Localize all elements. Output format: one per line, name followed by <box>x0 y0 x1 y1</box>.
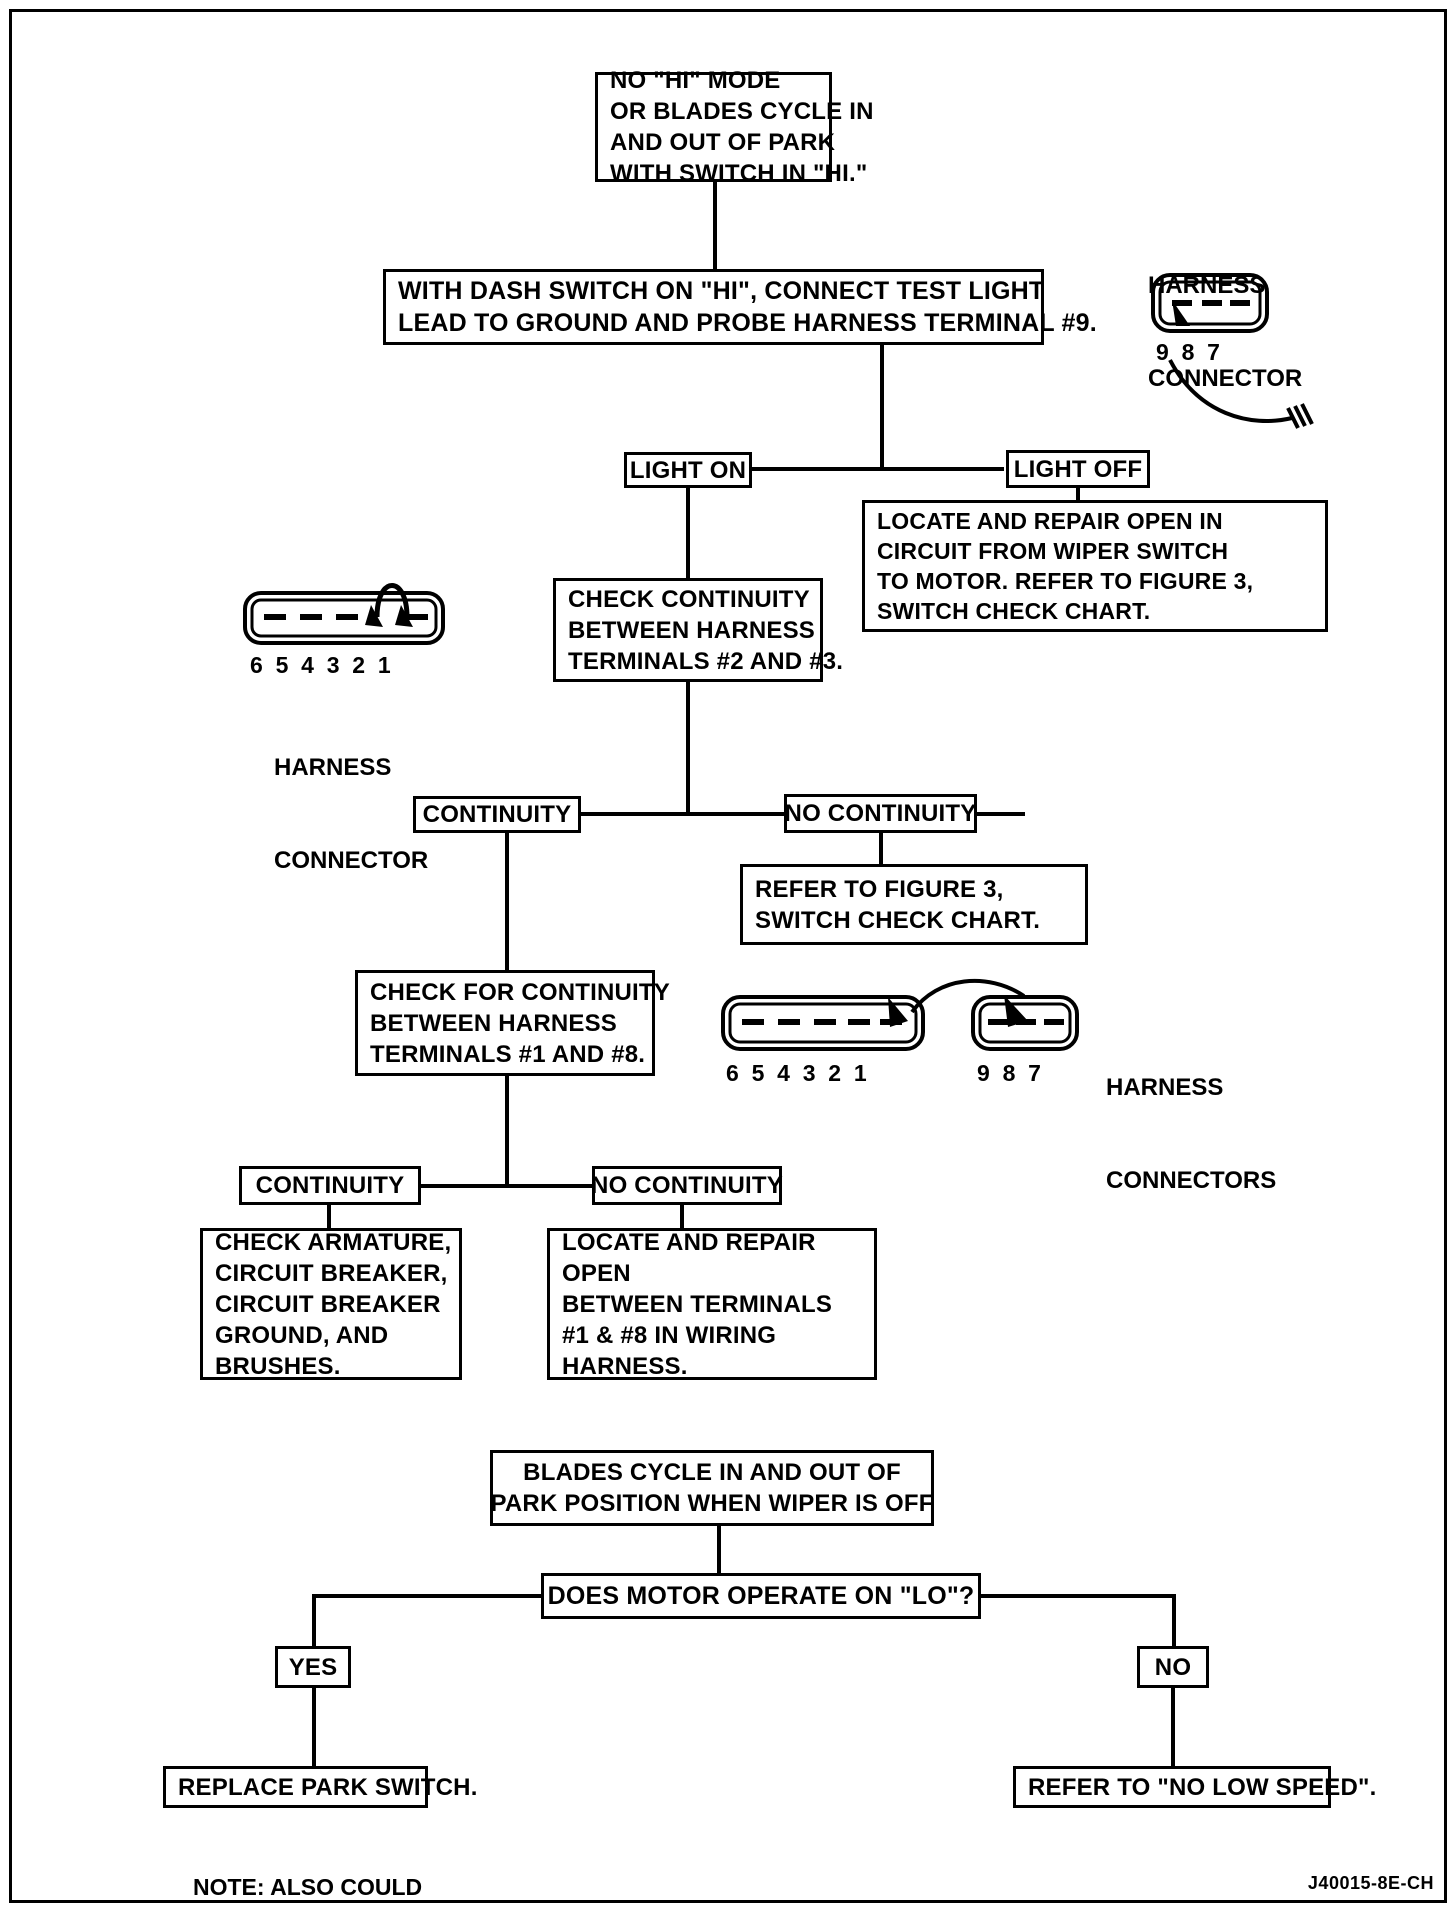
result-box-refer-figure-3: REFER TO FIGURE 3, SWITCH CHECK CHART. <box>740 864 1088 945</box>
connector-decision-to-yes-v <box>312 1594 316 1649</box>
connector-split-continuity-1 <box>413 812 1025 816</box>
connector-check23-to-split <box>686 682 690 814</box>
connector-icon-987 <box>1151 273 1269 333</box>
node-yes: YES <box>275 1646 351 1688</box>
connector-continuity-2-down <box>327 1205 331 1234</box>
connector-check18-to-split <box>505 1076 509 1186</box>
node-continuity-2: CONTINUITY <box>239 1166 421 1205</box>
connector-icon-654321-pair-left <box>721 995 925 1051</box>
harness-connector-top-right-label: HARNESS CONNECTOR <box>1148 272 1303 392</box>
connector-continuity-1-down <box>505 833 509 972</box>
start-box-blades-cycle-park: BLADES CYCLE IN AND OUT OF PARK POSITION… <box>490 1450 934 1526</box>
connector-blades-to-decision <box>717 1526 721 1574</box>
figure-code: J40015-8E-CH <box>1307 1873 1434 1893</box>
step-box-check-continuity-2-3: CHECK CONTINUITY BETWEEN HARNESS TERMINA… <box>553 578 843 682</box>
connector-split-horizontal-light <box>624 467 1004 471</box>
start-box-no-hi-mode: NO "HI" MODE OR BLADES CYCLE IN AND OUT … <box>595 67 873 187</box>
connector-probe-to-split <box>880 345 884 469</box>
step-box-check-continuity-1-8: CHECK FOR CONTINUITY BETWEEN HARNESS TER… <box>355 970 670 1076</box>
ground-lead-icon <box>1168 359 1314 429</box>
connector-no-continuity-1-down <box>879 833 883 869</box>
result-box-replace-park-switch: REPLACE PARK SWITCH. <box>163 1766 477 1808</box>
result-box-check-armature: CHECK ARMATURE, CIRCUIT BREAKER, CIRCUIT… <box>200 1228 462 1380</box>
connector-split-continuity-2 <box>239 1184 781 1188</box>
decision-box-motor-operate-lo: DOES MOTOR OPERATE ON "LO"? <box>541 1573 981 1619</box>
note-line-0: ALSO COULD <box>264 1874 423 1900</box>
connector-decision-to-no-v <box>1172 1594 1176 1649</box>
node-no-continuity-2: NO CONTINUITY <box>591 1166 783 1205</box>
connector-start-to-probe <box>713 182 717 269</box>
jumper-wire-between-connectors <box>910 978 1026 1014</box>
connector-pin-labels-987-pair: 9 8 7 <box>977 1060 1041 1086</box>
connector-light-on-down <box>686 488 690 578</box>
harness-connector-left-label: HARNESS CONNECTOR <box>274 754 429 874</box>
connector-pin-labels-654321-pair: 6 5 4 3 2 1 <box>726 1060 867 1086</box>
node-no: NO <box>1137 1646 1209 1688</box>
node-light-on: LIGHT ON <box>624 452 752 488</box>
connector-yes-down <box>312 1688 316 1770</box>
page-border <box>9 9 1447 1903</box>
connector-decision-to-yes-h <box>312 1594 544 1598</box>
node-light-off: LIGHT OFF <box>1006 450 1150 488</box>
step-box-probe-terminal-9: WITH DASH SWITCH ON "HI", CONNECT TEST L… <box>383 269 1097 345</box>
node-continuity-1: CONTINUITY <box>413 796 581 833</box>
connector-no-down <box>1171 1688 1175 1770</box>
connector-pin-labels-987: 9 8 7 <box>1156 339 1220 365</box>
node-no-continuity-1: NO CONTINUITY <box>784 794 977 833</box>
connector-icon-654321-jumper <box>243 583 445 645</box>
connector-pin-labels-654321-left: 6 5 4 3 2 1 <box>250 652 391 678</box>
connector-decision-to-no-h <box>978 1594 1176 1598</box>
connector-no-continuity-2-down <box>680 1205 684 1234</box>
note-lead: NOTE: <box>193 1874 265 1900</box>
result-box-locate-repair-open-1-8: LOCATE AND REPAIR OPEN BETWEEN TERMINALS… <box>547 1228 877 1380</box>
result-box-locate-repair-wiper-switch: LOCATE AND REPAIR OPEN IN CIRCUIT FROM W… <box>862 500 1328 632</box>
result-box-refer-no-low-speed: REFER TO "NO LOW SPEED". <box>1013 1766 1376 1808</box>
connector-icon-987-pair-right <box>971 995 1079 1051</box>
harness-connectors-pair-label: HARNESS CONNECTORS <box>1106 1074 1277 1194</box>
note-block: NOTE: ALSO COULD BE BENT DRIVE PAWL OR E… <box>193 1820 435 1912</box>
